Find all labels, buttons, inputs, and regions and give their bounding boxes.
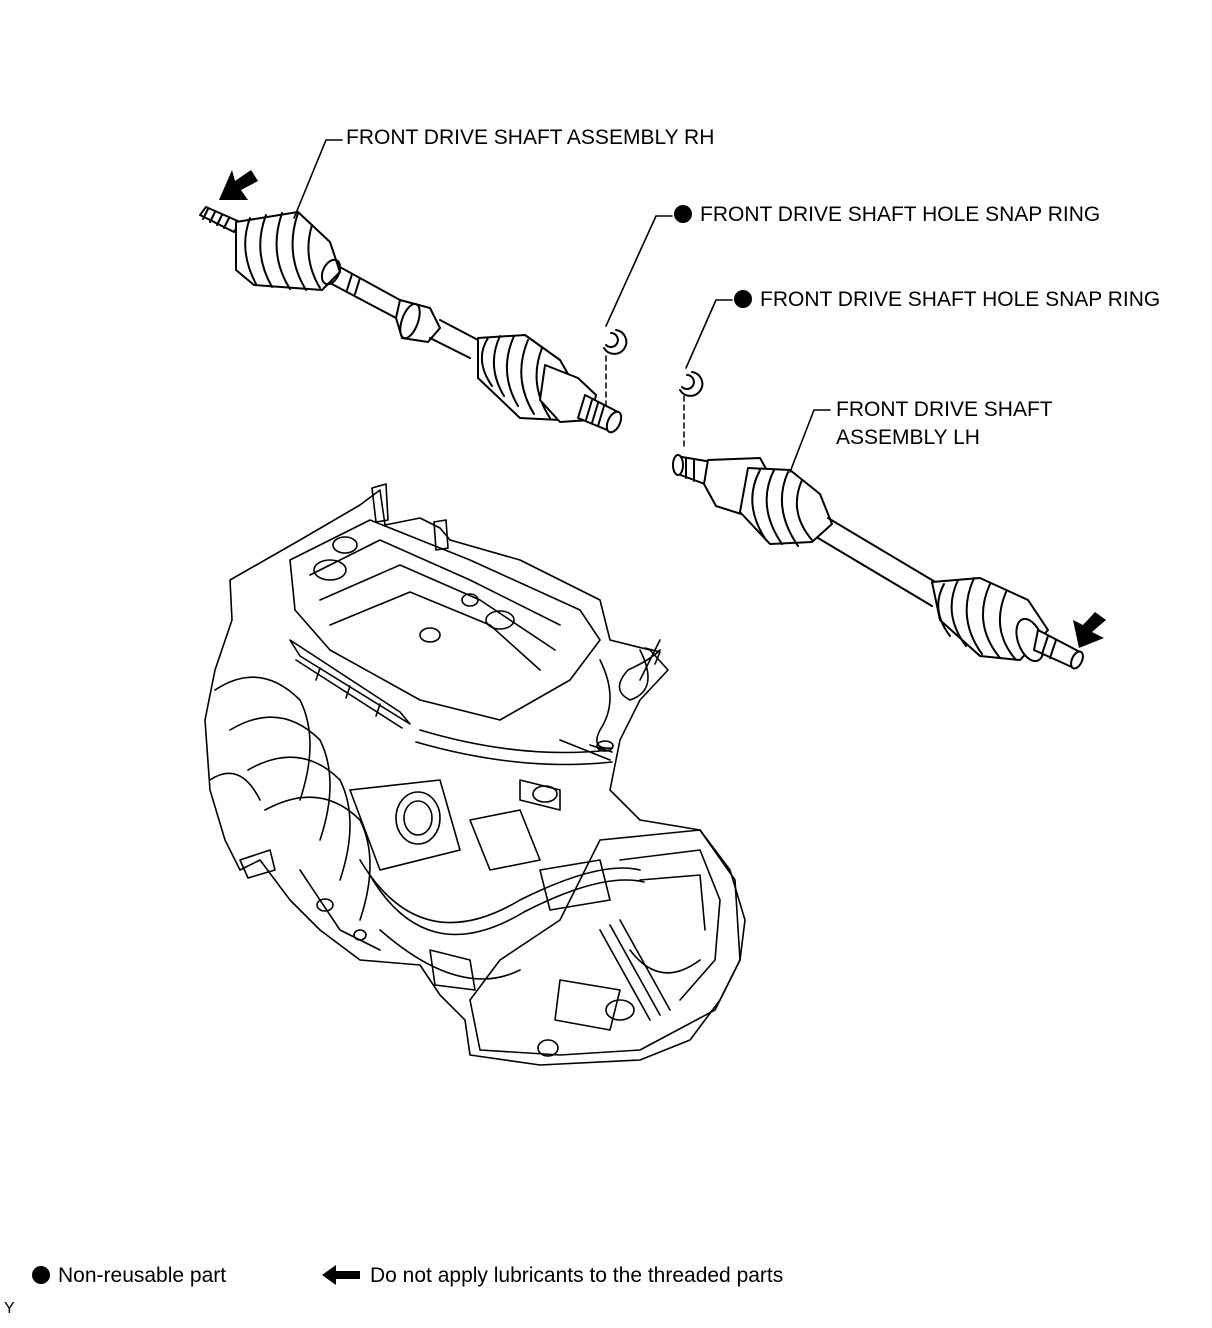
legend-no-lubricant: Do not apply lubricants to the threaded … — [322, 1262, 783, 1290]
legend-non-reusable-text: Non-reusable part — [58, 1264, 227, 1287]
lh-shaft-label-line2: ASSEMBLY LH — [836, 426, 980, 449]
no-lubricant-arrow-icon-2 — [1073, 612, 1106, 648]
snap-ring-1 — [603, 329, 628, 411]
legend-non-reusable: Non-reusable part — [32, 1262, 226, 1290]
lh-shaft-label: FRONT DRIVE SHAFT ASSEMBLY LH — [836, 396, 1053, 452]
lh-shaft-label-line1: FRONT DRIVE SHAFT — [836, 398, 1053, 421]
non-reusable-dot-icon — [734, 290, 752, 308]
lh-drive-shaft — [672, 454, 1084, 670]
legend-no-lubricant-text: Do not apply lubricants to the threaded … — [370, 1264, 784, 1287]
figure-code: Y — [4, 1300, 15, 1317]
rh-shaft-label-text: FRONT DRIVE SHAFT ASSEMBLY RH — [346, 126, 715, 149]
non-reusable-dot-icon — [674, 205, 692, 223]
leader-lines — [293, 139, 831, 473]
snap-ring-1-label-text: FRONT DRIVE SHAFT HOLE SNAP RING — [700, 203, 1101, 226]
rh-drive-shaft — [199, 206, 623, 434]
non-reusable-dot-icon — [32, 1266, 50, 1284]
no-lubricant-arrow-icon — [219, 170, 258, 200]
left-arrow-icon — [322, 1265, 360, 1285]
snap-ring-2 — [679, 371, 704, 449]
snap-ring-2-label: FRONT DRIVE SHAFT HOLE SNAP RING — [734, 286, 1160, 314]
rh-shaft-label: FRONT DRIVE SHAFT ASSEMBLY RH — [346, 124, 714, 152]
snap-ring-2-label-text: FRONT DRIVE SHAFT HOLE SNAP RING — [760, 288, 1161, 311]
snap-ring-1-label: FRONT DRIVE SHAFT HOLE SNAP RING — [674, 201, 1100, 229]
engine-assembly — [204, 483, 746, 1066]
